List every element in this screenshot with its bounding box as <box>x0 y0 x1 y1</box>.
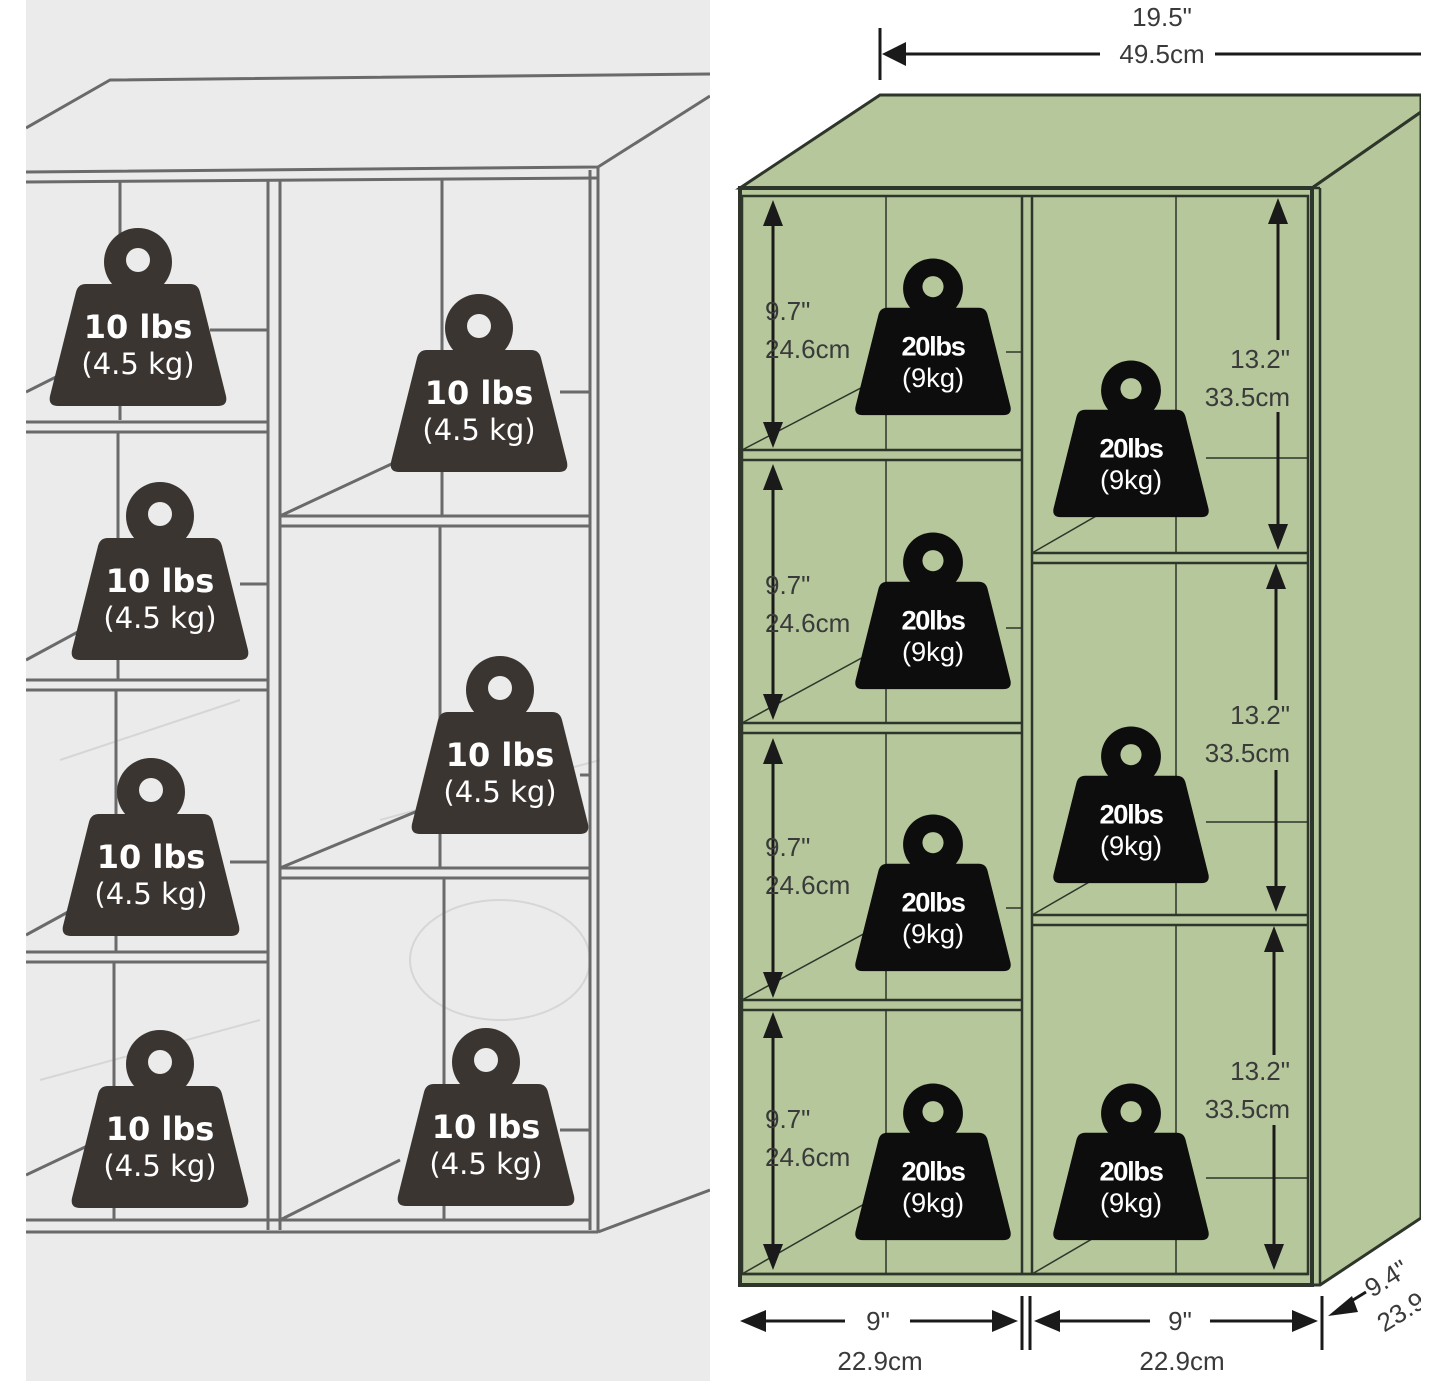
weight-icon-r-l-1: 20lbs(9kg) <box>855 258 1011 416</box>
weight-icon-r-l-4: 20lbs(9kg) <box>855 1083 1011 1241</box>
weight-label-kg: (9kg) <box>1100 830 1162 861</box>
weight-label-lbs: 20lbs <box>1099 1155 1163 1186</box>
right-height-1-cm: 33.5cm <box>1205 382 1290 412</box>
right-weights-group: 20lbs(9kg)20lbs(9kg)20lbs(9kg)20lbs(9kg)… <box>855 258 1209 1241</box>
bottom-width-1-inches: 9" <box>866 1306 890 1336</box>
left-height-4-inches: 9.7" <box>765 1104 810 1134</box>
weight-icon-l-c2-r2: 10 lbs(4.5 kg) <box>411 656 589 834</box>
cabinet-side-face <box>1310 110 1421 1287</box>
cabinet-front-face <box>738 186 1314 1287</box>
weight-label-lbs: 10 lbs <box>84 308 193 346</box>
weight-label-kg: (4.5 kg) <box>94 877 207 911</box>
weight-label-kg: (9kg) <box>1100 1187 1162 1218</box>
right-height-2-inches: 13.2" <box>1230 700 1290 730</box>
weight-label-kg: (9kg) <box>902 636 964 667</box>
weight-icon-l-c2-r3: 10 lbs(4.5 kg) <box>397 1028 575 1206</box>
weight-icon-r-r-3: 20lbs(9kg) <box>1053 1083 1209 1241</box>
weight-label-kg: (9kg) <box>1100 464 1162 495</box>
weight-label-lbs: 10 lbs <box>106 1110 215 1148</box>
weight-label-kg: (4.5 kg) <box>429 1147 542 1181</box>
left-height-4-cm: 24.6cm <box>765 1142 850 1172</box>
weight-label-kg: (9kg) <box>902 1187 964 1218</box>
right-panel-bookcase-dimensions: 19.5" 49.5cm 9.7" 24.6cm 9.7" 24.6cm 9.7… <box>735 0 1421 1381</box>
weight-label-kg: (4.5 kg) <box>103 1149 216 1183</box>
weight-label-lbs: 20lbs <box>901 604 965 635</box>
left-height-2-cm: 24.6cm <box>765 608 850 638</box>
panel-gap <box>710 0 735 1381</box>
left-height-2-inches: 9.7" <box>765 570 810 600</box>
weight-label-lbs: 20lbs <box>901 1155 965 1186</box>
top-width-inches: 19.5" <box>1132 2 1192 32</box>
weight-icon-l-c1-r2: 10 lbs(4.5 kg) <box>71 482 249 660</box>
weight-label-kg: (9kg) <box>902 362 964 393</box>
left-weights-group: 10 lbs(4.5 kg)10 lbs(4.5 kg)10 lbs(4.5 k… <box>49 228 589 1208</box>
weight-icon-r-l-2: 20lbs(9kg) <box>855 532 1011 690</box>
left-height-1-cm: 24.6cm <box>765 334 850 364</box>
weight-icon-l-c1-r1: 10 lbs(4.5 kg) <box>49 228 227 406</box>
weight-label-lbs: 20lbs <box>901 330 965 361</box>
weight-label-lbs: 10 lbs <box>97 838 206 876</box>
bottom-width-1-cm: 22.9cm <box>837 1346 922 1376</box>
left-height-3-cm: 24.6cm <box>765 870 850 900</box>
weight-label-lbs: 10 lbs <box>106 562 215 600</box>
weight-icon-r-l-3: 20lbs(9kg) <box>855 814 1011 972</box>
weight-label-kg: (4.5 kg) <box>422 413 535 447</box>
left-height-3-inches: 9.7" <box>765 832 810 862</box>
weight-icon-l-c1-r4: 10 lbs(4.5 kg) <box>71 1030 249 1208</box>
weight-icon-r-r-2: 20lbs(9kg) <box>1053 726 1209 884</box>
weight-label-lbs: 20lbs <box>901 886 965 917</box>
bottom-width-2-inches: 9" <box>1168 1306 1192 1336</box>
weight-label-kg: (4.5 kg) <box>81 347 194 381</box>
weight-label-lbs: 10 lbs <box>432 1108 541 1146</box>
right-height-3-cm: 33.5cm <box>1205 1094 1290 1124</box>
weight-label-kg: (4.5 kg) <box>103 601 216 635</box>
weight-label-lbs: 20lbs <box>1099 798 1163 829</box>
right-height-3-inches: 13.2" <box>1230 1056 1290 1086</box>
weight-icon-r-r-1: 20lbs(9kg) <box>1053 360 1209 518</box>
weight-label-kg: (4.5 kg) <box>443 775 556 809</box>
left-height-1-inches: 9.7" <box>765 296 810 326</box>
weight-label-kg: (9kg) <box>902 918 964 949</box>
top-width-cm: 49.5cm <box>1119 39 1204 69</box>
weight-label-lbs: 20lbs <box>1099 432 1163 463</box>
weight-label-lbs: 10 lbs <box>446 736 555 774</box>
right-height-2-cm: 33.5cm <box>1205 738 1290 768</box>
right-height-1-inches: 13.2" <box>1230 344 1290 374</box>
left-panel-bookcase-drawing: 10 lbs(4.5 kg)10 lbs(4.5 kg)10 lbs(4.5 k… <box>26 0 710 1381</box>
weight-label-lbs: 10 lbs <box>425 374 534 412</box>
weight-icon-l-c1-r3: 10 lbs(4.5 kg) <box>62 758 240 936</box>
bottom-width-2-cm: 22.9cm <box>1139 1346 1224 1376</box>
weight-icon-l-c2-r1: 10 lbs(4.5 kg) <box>390 294 568 472</box>
